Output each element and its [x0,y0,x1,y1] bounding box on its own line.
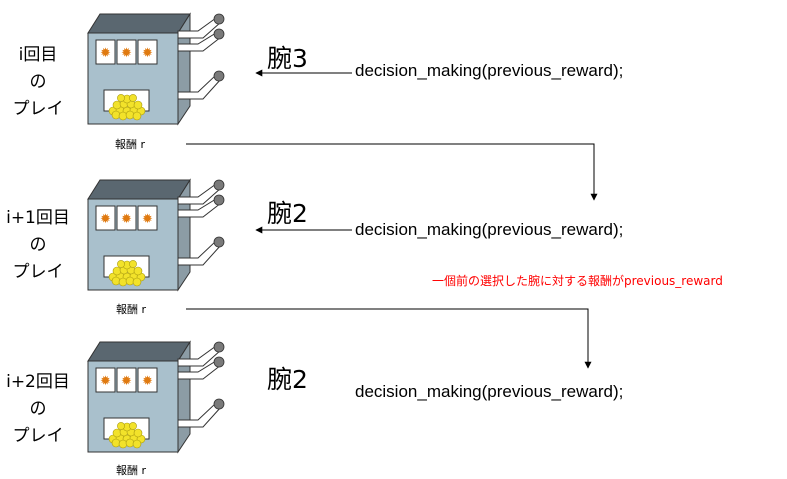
round-label-line: の [29,235,47,255]
round-label-line: i+2回目 [6,372,70,392]
slot-machine-round-3: ✹ ✹ ✹ [87,340,225,454]
reward-label-1: 報酬 r [115,138,146,151]
round-label-3: i+2回目 の プレイ [0,369,76,450]
arm-label-1: 腕3 [267,44,308,73]
round-label-line: の [29,399,47,419]
reward-label-2: 報酬 r [116,303,147,316]
code-line-1: decision_making(previous_reward); [355,61,624,80]
svg-text:✹: ✹ [142,46,153,61]
round-label-line: プレイ [12,426,64,446]
round-label-line: i+1回目 [6,208,70,228]
svg-text:✹: ✹ [121,374,132,389]
previous-reward-note: 一個前の選択した腕に対する報酬がprevious_reward [432,274,723,288]
reward-connector-2 [186,308,592,369]
svg-text:✹: ✹ [121,46,132,61]
arm-label-3: 腕2 [267,365,308,394]
round-label-line: i回目 [18,45,58,65]
round-label-line: プレイ [12,262,64,282]
round-label-1: i回目 の プレイ [4,42,72,123]
slot-machine-round-2: ✹ ✹ ✹ [87,178,225,292]
round-label-line: の [29,72,47,92]
reward-connector-1 [186,143,598,201]
code-line-3: decision_making(previous_reward); [355,382,624,401]
arm-label-2: 腕2 [267,199,308,228]
svg-text:✹: ✹ [142,374,153,389]
svg-text:✹: ✹ [121,212,132,227]
svg-text:✹: ✹ [100,374,111,389]
code-line-2: decision_making(previous_reward); [355,220,624,239]
svg-text:✹: ✹ [142,212,153,227]
svg-text:✹: ✹ [100,212,111,227]
slot-machine-round-1: ✹ ✹ ✹ [87,12,225,126]
round-label-line: プレイ [12,99,64,119]
round-label-2: i+1回目 の プレイ [0,205,76,286]
reward-label-3: 報酬 r [116,464,147,477]
svg-text:✹: ✹ [100,46,111,61]
